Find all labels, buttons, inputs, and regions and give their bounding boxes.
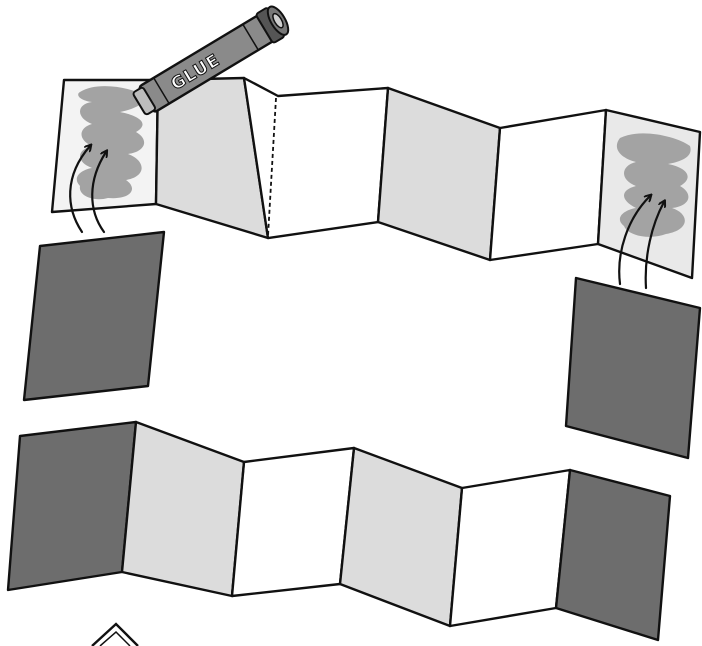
- glue-smear-left: [76, 86, 145, 200]
- arrows-left: [69, 146, 106, 234]
- glue-smear-right: [616, 133, 691, 237]
- fold-line: [231, 463, 245, 595]
- top-panel-4: [376, 86, 502, 262]
- partial-shape-inner: [99, 630, 131, 646]
- curved-arrow-icon: [618, 196, 650, 286]
- curved-arrow-icon: [644, 202, 664, 290]
- top-panel-3: [242, 76, 390, 240]
- partial-shape: [91, 622, 139, 646]
- bottom-panel-2: [120, 420, 246, 598]
- fold-line: [155, 81, 159, 203]
- curved-arrow-icon: [69, 146, 90, 234]
- cover-right: [564, 276, 702, 460]
- fold-line: [267, 97, 277, 237]
- bottom-panel-5: [448, 468, 572, 628]
- fold-line: [449, 489, 463, 625]
- bottom-panel-1-cover: [6, 420, 138, 592]
- top-panel-5: [488, 108, 608, 262]
- bottom-panel-4: [338, 446, 464, 628]
- bottom-panel-3: [230, 446, 356, 598]
- fold-line: [377, 89, 389, 221]
- top-accordion-strip: [50, 76, 702, 280]
- glue-stick-icon: GLUE: [132, 5, 290, 116]
- fold-line: [339, 449, 355, 583]
- fold-line: [597, 111, 607, 243]
- bottom-accordion-strip: [6, 420, 672, 642]
- curved-arrow-icon: [91, 152, 106, 234]
- cover-left: [22, 230, 166, 402]
- arrows-right: [618, 196, 664, 290]
- bottom-panel-6-cover: [554, 468, 672, 642]
- fold-line: [489, 129, 501, 259]
